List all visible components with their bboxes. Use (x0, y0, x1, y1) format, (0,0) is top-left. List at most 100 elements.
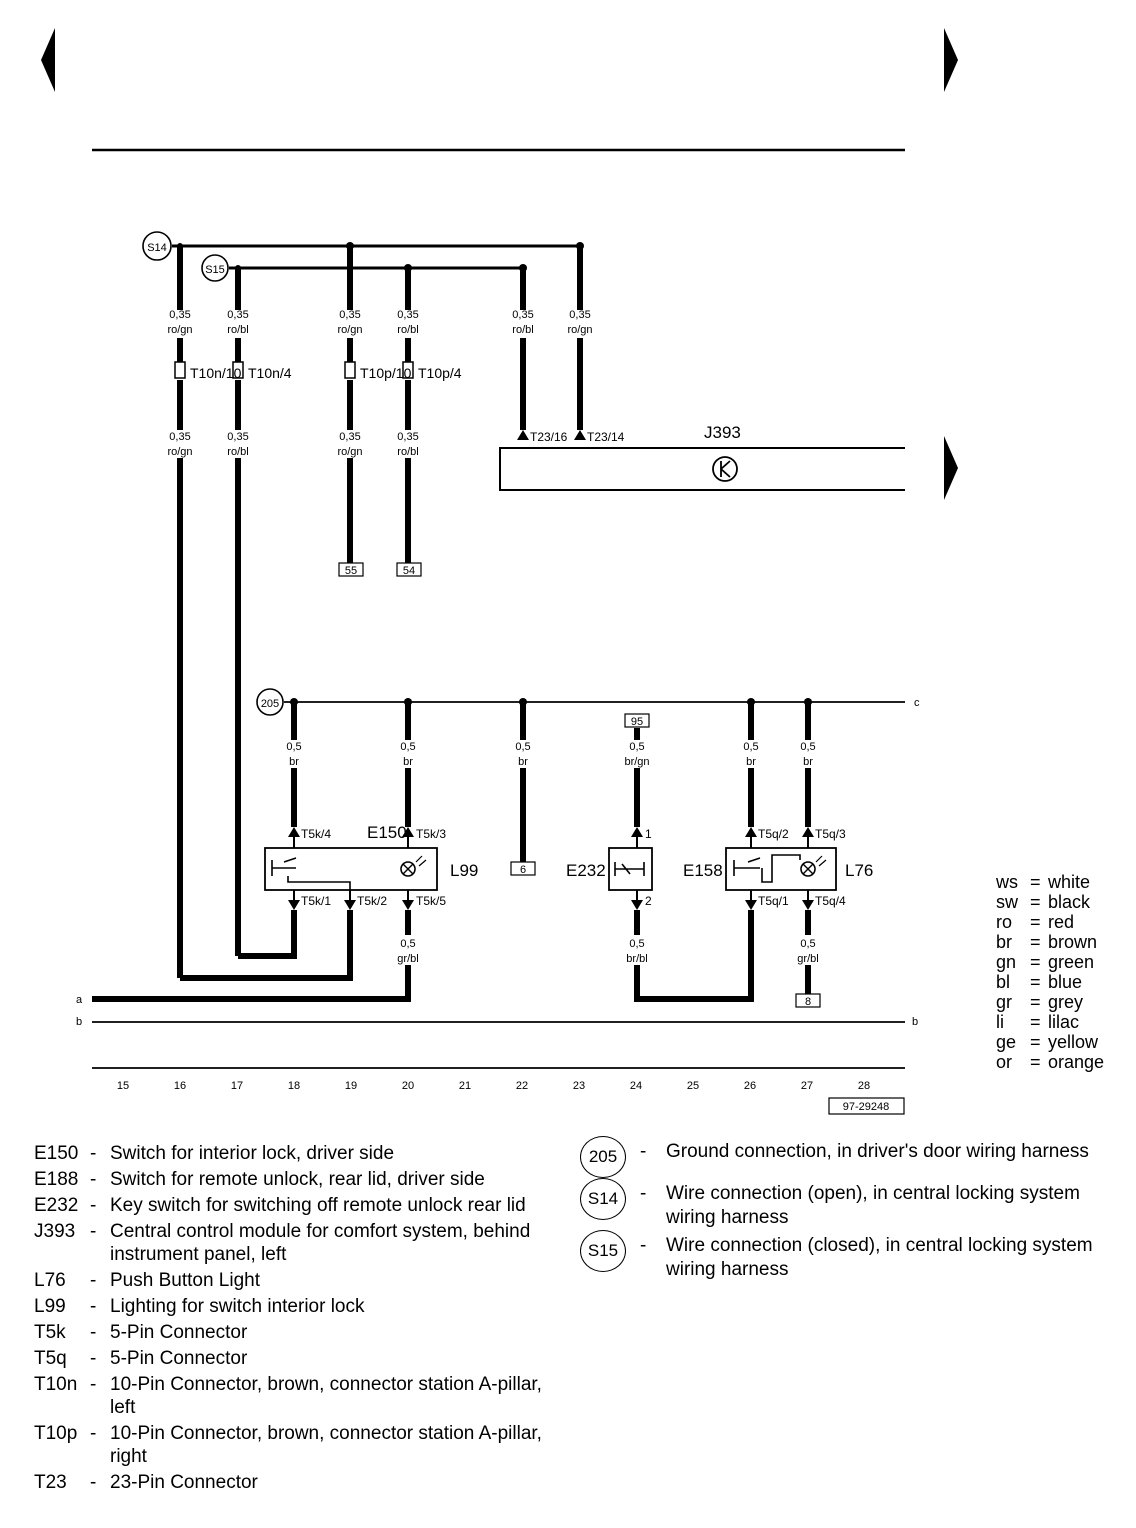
svg-text:0,35: 0,35 (339, 309, 360, 321)
svg-text:T10n/10: T10n/10 (190, 365, 242, 381)
svg-text:205: 205 (261, 698, 279, 710)
color-row: br=brown (996, 932, 1098, 952)
svg-text:17: 17 (231, 1080, 243, 1092)
svg-text:c: c (914, 697, 920, 709)
color-row: ws=white (996, 872, 1091, 892)
column-numbers: 15 16 17 18 19 20 21 22 23 24 25 26 27 2… (117, 1080, 870, 1092)
svg-text:ro/bl: ro/bl (397, 446, 418, 458)
svg-text:S14: S14 (147, 242, 167, 254)
svg-text:97-29248: 97-29248 (843, 1101, 890, 1113)
color-row: bl=blue (996, 972, 1083, 992)
legend-item: L76-Push Button Light (34, 1270, 260, 1291)
svg-text:ro/gn: ro/gn (167, 324, 192, 336)
connection-item: 205-Ground connection, in driver's door … (580, 1136, 1100, 1178)
legend-item: E232-Key switch for switching off remote… (34, 1195, 526, 1216)
connection-item: S15-Wire connection (closed), in central… (580, 1230, 1100, 1282)
svg-text:0,5: 0,5 (515, 741, 530, 753)
svg-text:1: 1 (645, 827, 652, 841)
component-e232: 1 2 E232 (566, 827, 653, 910)
splice-badge: S15 (580, 1230, 626, 1272)
svg-text:T5q/2: T5q/2 (758, 827, 789, 841)
legend-item: T10p-10-Pin Connector, brown, connector … (34, 1423, 542, 1467)
svg-text:0,5: 0,5 (800, 741, 815, 753)
svg-text:19: 19 (345, 1080, 357, 1092)
component-e150-l99: E150 L99 T5k/4 T5k/3 T5k/1 T5k/2 T5k/5 (264, 823, 478, 910)
svg-text:0,35: 0,35 (169, 431, 190, 443)
svg-text:55: 55 (345, 565, 357, 577)
ref-6: 6 (510, 861, 536, 876)
svg-text:0,35: 0,35 (397, 431, 418, 443)
connector-t10p: T10p/10 T10p/4 (344, 361, 462, 381)
svg-text:28: 28 (858, 1080, 870, 1092)
svg-text:ro/bl: ro/bl (397, 324, 418, 336)
control-unit-icon (712, 456, 738, 482)
color-row: or=orange (996, 1052, 1105, 1072)
svg-text:ro/bl: ro/bl (512, 324, 533, 336)
svg-text:br: br (289, 756, 299, 768)
svg-text:L76: L76 (845, 861, 873, 880)
svg-text:T5k/5: T5k/5 (416, 894, 446, 908)
svg-text:br: br (518, 756, 528, 768)
svg-text:23: 23 (573, 1080, 585, 1092)
svg-text:15: 15 (117, 1080, 129, 1092)
connector-t10n: T10n/10 T10n/4 (174, 361, 292, 381)
color-row: sw=black (996, 892, 1091, 912)
prev-page-icon[interactable] (41, 28, 55, 92)
svg-text:T10p/10: T10p/10 (360, 365, 412, 381)
svg-text:0,5: 0,5 (286, 741, 301, 753)
module-j393: T23/16 T23/14 J393 (499, 423, 905, 491)
push-switch-icon (733, 854, 801, 883)
svg-text:0,5: 0,5 (629, 741, 644, 753)
svg-text:gr/bl: gr/bl (797, 953, 818, 965)
splice-badge: S14 (580, 1178, 626, 1220)
ground-badge: 205 (580, 1136, 626, 1178)
legend-item: L99-Lighting for switch interior lock (34, 1296, 365, 1317)
svg-text:L99: L99 (450, 861, 478, 880)
svg-text:T23/14: T23/14 (587, 430, 625, 444)
legend-item: J393-Central control module for comfort … (34, 1221, 531, 1265)
svg-text:0,35: 0,35 (397, 309, 418, 321)
svg-text:26: 26 (744, 1080, 756, 1092)
rail-labels: a b b (76, 994, 918, 1028)
svg-text:T5k/4: T5k/4 (301, 827, 331, 841)
svg-text:J393: J393 (704, 423, 741, 442)
svg-text:ro/gn: ro/gn (167, 446, 192, 458)
svg-text:0,5: 0,5 (800, 938, 815, 950)
svg-text:18: 18 (288, 1080, 300, 1092)
svg-text:T10p/4: T10p/4 (418, 365, 462, 381)
svg-text:T5k/1: T5k/1 (301, 894, 331, 908)
svg-text:24: 24 (630, 1080, 642, 1092)
ground-205: 205 c (256, 688, 920, 716)
svg-text:T5k/3: T5k/3 (416, 827, 446, 841)
svg-text:6: 6 (520, 864, 526, 876)
connection-legend: 205-Ground connection, in driver's door … (580, 1136, 1100, 1286)
svg-text:95: 95 (631, 716, 643, 728)
splice-s15: S15 (201, 254, 523, 282)
svg-text:S15: S15 (205, 264, 225, 276)
svg-text:2: 2 (645, 894, 652, 908)
svg-text:br/gn: br/gn (624, 756, 649, 768)
svg-text:a: a (76, 994, 83, 1006)
svg-text:T5q/3: T5q/3 (815, 827, 846, 841)
svg-text:b: b (912, 1016, 918, 1028)
legend-item: E188-Switch for remote unlock, rear lid,… (34, 1169, 485, 1190)
continue-icon[interactable] (944, 436, 958, 500)
svg-text:T5q/1: T5q/1 (758, 894, 789, 908)
legend-item: T5q-5-Pin Connector (34, 1348, 248, 1369)
svg-text:54: 54 (403, 565, 415, 577)
legend-item: T5k-5-Pin Connector (34, 1322, 248, 1343)
svg-text:20: 20 (402, 1080, 414, 1092)
svg-text:0,35: 0,35 (227, 309, 248, 321)
color-row: ge=yellow (996, 1032, 1099, 1052)
svg-text:0,5: 0,5 (400, 741, 415, 753)
next-page-icon[interactable] (944, 28, 958, 92)
color-row: gn=green (996, 952, 1095, 972)
svg-text:0,5: 0,5 (400, 938, 415, 950)
svg-text:T5k/2: T5k/2 (357, 894, 387, 908)
svg-text:ro/gn: ro/gn (337, 324, 362, 336)
svg-text:b: b (76, 1016, 82, 1028)
svg-text:ro/gn: ro/gn (337, 446, 362, 458)
svg-text:br: br (803, 756, 813, 768)
svg-text:0,5: 0,5 (743, 741, 758, 753)
